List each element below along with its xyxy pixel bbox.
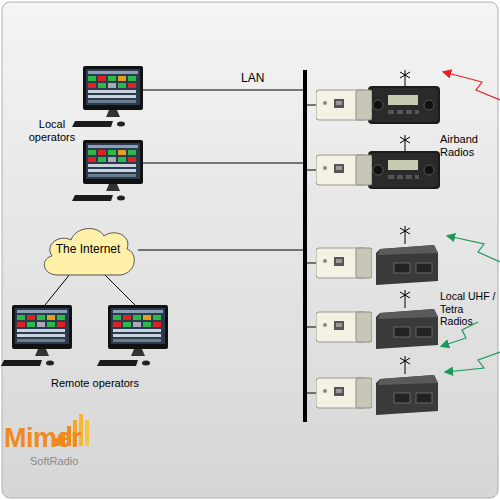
group-label: Local UHF / Tetra Radios [440, 290, 498, 328]
airband-radio [368, 151, 440, 189]
logo-wordmark: Mimer [4, 422, 94, 454]
logo-subtitle: SoftRadio [30, 455, 100, 468]
airband-radios [368, 70, 440, 189]
radio-interface [316, 312, 372, 342]
lan-bus: LAN [303, 70, 307, 422]
radio-interface [316, 90, 372, 120]
uhf-radio [376, 245, 438, 285]
cloud-node: The Internet [38, 222, 138, 278]
operator-computers [1, 66, 168, 366]
node-text: The Internet [38, 242, 138, 256]
uhf-radio [376, 375, 438, 415]
remote-computer [97, 305, 168, 366]
radio-interface [316, 378, 372, 408]
radio-interface [316, 155, 372, 185]
local-computer [72, 66, 143, 127]
bus-label: LAN [241, 71, 271, 85]
airband-radio [368, 86, 440, 124]
network-link [138, 250, 303, 251]
group-label: Airband Radios [440, 133, 498, 159]
radio-interface [316, 248, 372, 278]
group-label: Remote operators [30, 377, 160, 390]
remote-computer [1, 305, 72, 366]
radio-interfaces [316, 90, 372, 408]
uhf-tetra-radios [376, 226, 438, 415]
uhf-radio [376, 309, 438, 349]
group-label: Local operators [22, 118, 82, 144]
network-wires [45, 90, 316, 393]
local-computer [72, 140, 143, 201]
